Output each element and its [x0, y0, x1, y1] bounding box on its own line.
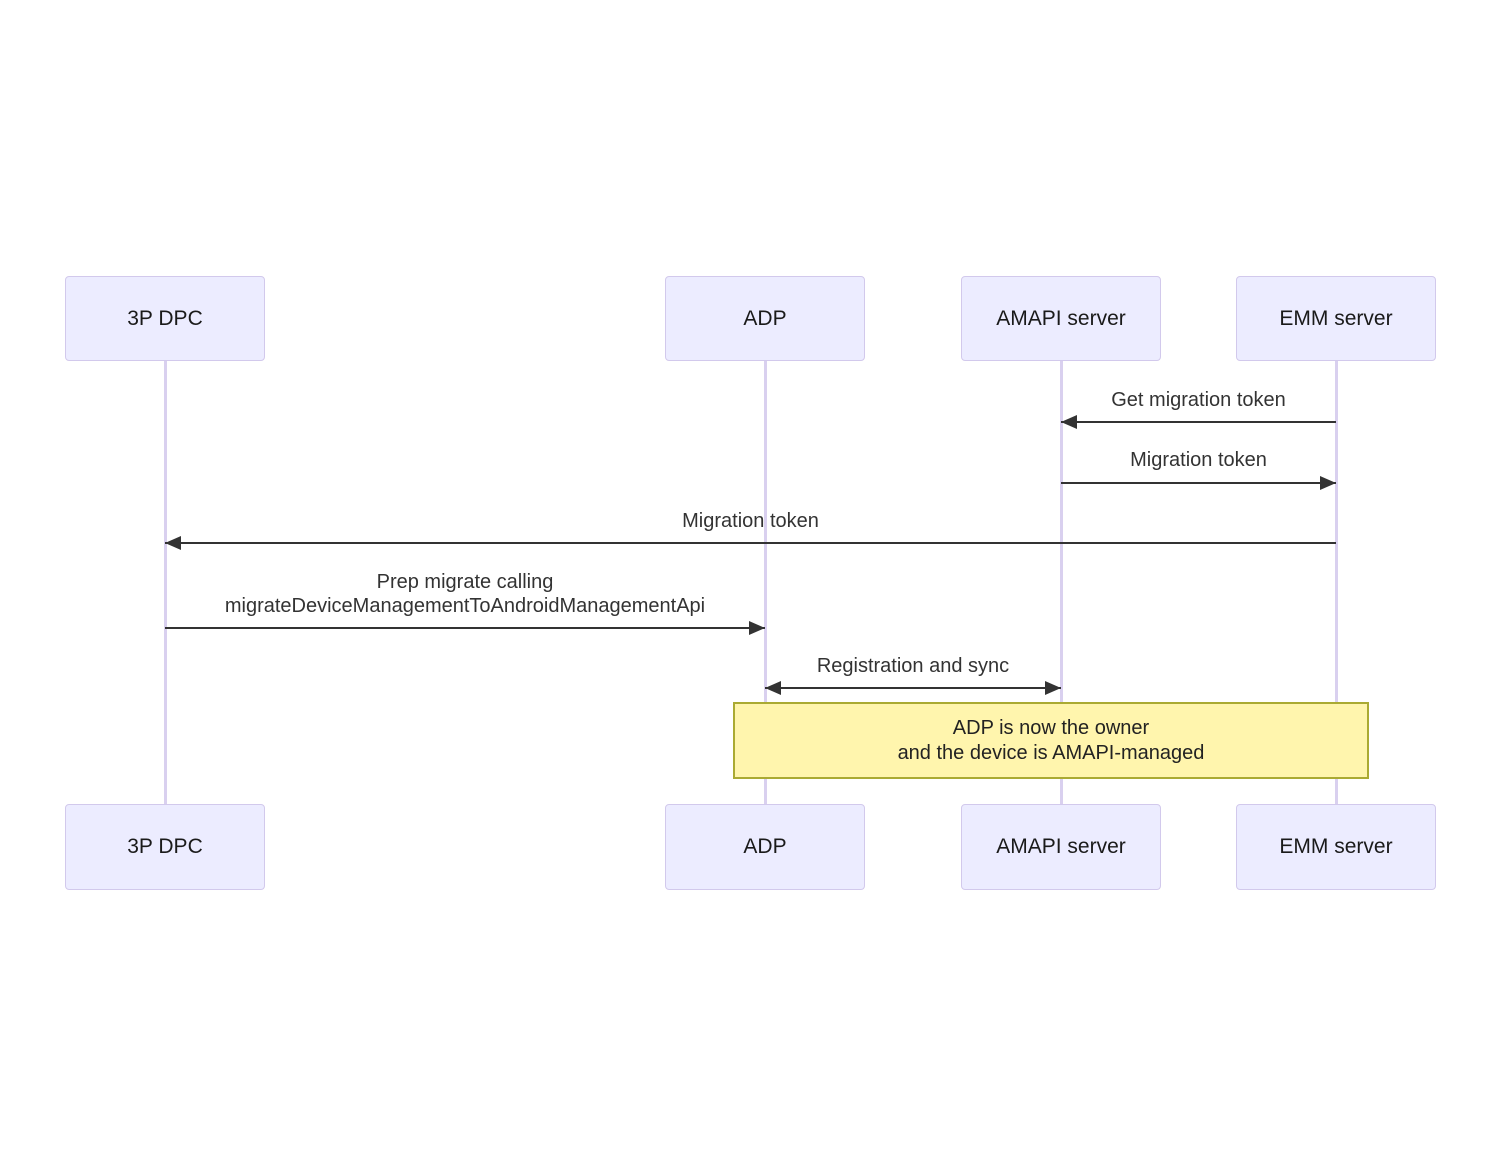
- message-label-line1: Prep migrate calling: [376, 571, 554, 593]
- message-arrow-migration-token-to-emm: [1061, 476, 1336, 490]
- actor-label: EMM server: [1279, 306, 1393, 330]
- actor-label: EMM server: [1279, 835, 1393, 858]
- actor-3p-dpc-bottom: 3P DPC: [65, 804, 265, 890]
- actor-label: AMAPI server: [996, 306, 1126, 330]
- lifeline-emm-server: [1334, 360, 1338, 805]
- actor-label: AMAPI server: [996, 835, 1126, 858]
- actor-label: 3P DPC: [127, 835, 203, 858]
- actor-adp-top: ADP: [665, 276, 865, 361]
- actor-amapi-server-top: AMAPI server: [961, 276, 1161, 361]
- actor-label: 3P DPC: [127, 306, 203, 330]
- actor-amapi-server-bottom: AMAPI server: [961, 804, 1161, 890]
- note-line2: and the device is AMAPI-managed: [897, 741, 1205, 764]
- actor-label: ADP: [743, 306, 787, 330]
- message-label-prep-migrate: Prep migrate calling migrateDeviceManage…: [165, 570, 765, 618]
- message-label-line2: migrateDeviceManagementToAndroidManageme…: [224, 595, 706, 617]
- message-arrow-prep-migrate: [165, 621, 765, 635]
- message-label-migration-token-to-dpc: Migration token: [682, 510, 819, 532]
- note-adp-owner: ADP is now the owner and the device is A…: [733, 702, 1369, 779]
- message-arrow-get-migration-token: [1061, 415, 1336, 429]
- message-arrow-registration-and-sync: [765, 681, 1061, 695]
- message-label-get-migration-token: Get migration token: [1111, 389, 1286, 411]
- actor-emm-server-bottom: EMM server: [1236, 804, 1436, 890]
- note-line1: ADP is now the owner: [952, 716, 1150, 739]
- actor-emm-server-top: EMM server: [1236, 276, 1436, 361]
- actor-adp-bottom: ADP: [665, 804, 865, 890]
- message-label-migration-token-to-emm: Migration token: [1130, 449, 1267, 471]
- lifeline-3p-dpc: [163, 360, 167, 805]
- actor-label: ADP: [743, 835, 787, 858]
- lifeline-amapi-server: [1059, 360, 1063, 805]
- message-arrow-migration-token-to-dpc: [165, 536, 1336, 550]
- actor-3p-dpc-top: 3P DPC: [65, 276, 265, 361]
- message-label-registration-and-sync: Registration and sync: [816, 655, 1010, 677]
- lifeline-adp: [763, 360, 767, 805]
